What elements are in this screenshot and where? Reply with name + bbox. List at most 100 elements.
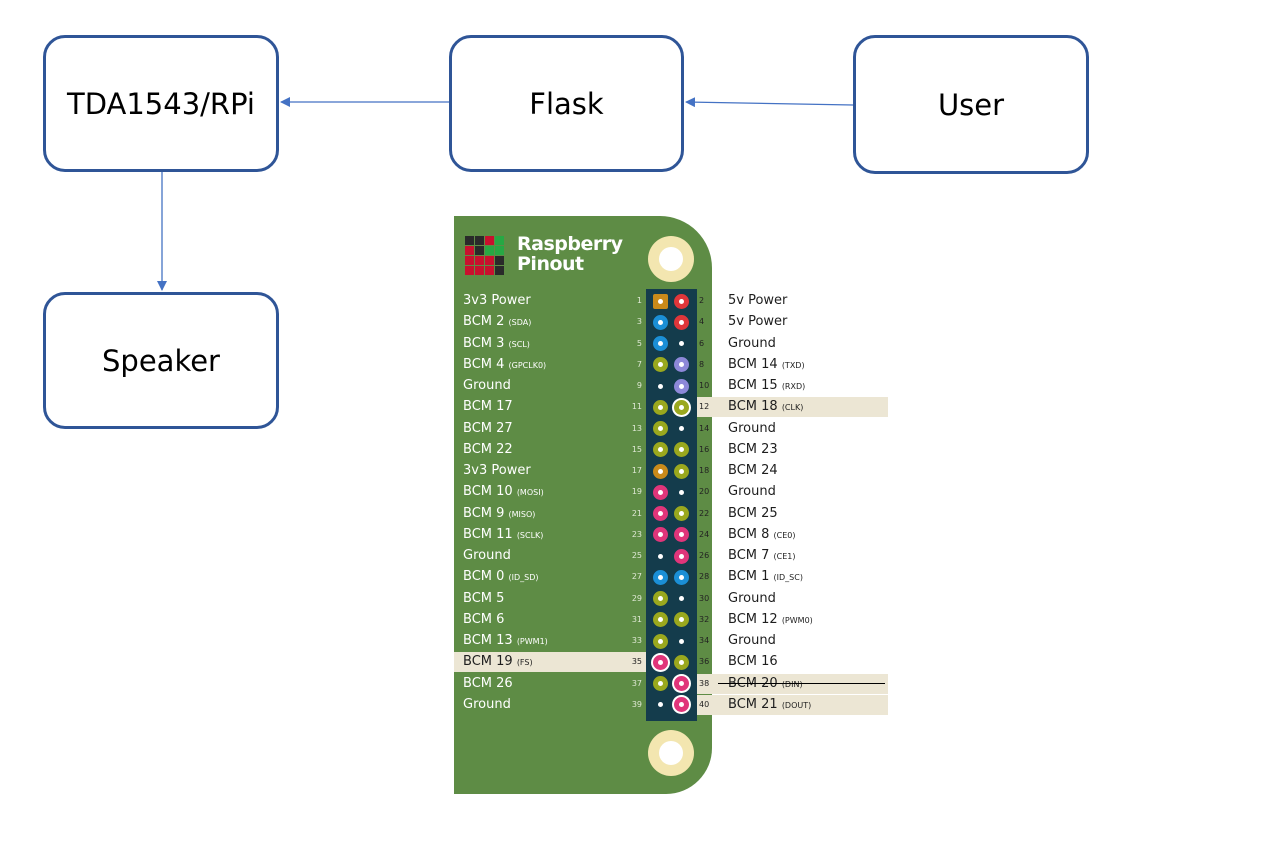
pin-name: Ground [728,590,776,606]
logo-cell [465,256,474,265]
pin-name: BCM 22 [463,441,513,457]
pin-function: (TXD) [781,360,805,370]
pin-label: BCM 10 (MOSI) [463,484,544,501]
tda1543-rpi-box: TDA1543/RPi [43,35,279,172]
pin-label: BCM 19 (FS) [463,654,533,671]
pin-number: 37 [631,678,642,688]
pin-label: BCM 9 (MISO) [463,506,535,523]
pin-name: BCM 26 [463,675,513,691]
pin-name: BCM 7 [728,548,770,563]
pin-number: 6 [699,338,705,348]
pin-name: BCM 18 [728,399,778,415]
pin-number: 13 [631,423,642,433]
logo-cell [465,236,474,245]
pin-number: 10 [699,381,710,390]
pin-number: 9 [636,381,642,390]
pin-name: BCM 23 [728,441,778,457]
pin-function: (GPCLK0) [508,360,547,370]
pin-function: (CE1) [773,552,796,561]
pin-name: Ground [728,335,776,351]
pin-function: (DIN) [781,679,803,689]
ground-pin-icon [674,336,689,351]
i2c-pin-icon [652,336,668,351]
speaker-box: Speaker [43,292,279,429]
gpio-pin-icon [652,612,668,628]
pin-name: BCM 10 [463,484,513,500]
pin-number: 11 [631,402,642,412]
pin-number: 8 [699,359,705,369]
logo-cell [495,236,504,245]
pin-name: Ground [463,548,511,563]
pin-name: 5v Power [728,314,788,330]
pin-name: BCM 19 [463,654,513,670]
pin-label: BCM 0 (ID_SD) [463,569,539,586]
pin-number: 21 [631,508,642,518]
spi-pin-icon [673,527,689,543]
pin-label: BCM 7 (CE1) [728,548,796,565]
spi-pin-icon [652,527,668,543]
ground-pin-icon [674,591,689,606]
pin-label: BCM 22 [463,442,513,458]
ground-pin-icon [653,697,668,712]
pin-label: BCM 15 (RXD) [728,378,805,395]
pin-label: BCM 2 (SDA) [463,314,531,331]
logo-cell [475,236,484,245]
logo-cell [475,256,484,265]
pin-name: BCM 14 [728,356,778,372]
gpio-pin-icon [652,442,668,458]
mounting-hole-icon [648,730,694,776]
spi-pin-icon [652,506,668,521]
pin-name: Ground [463,696,511,712]
gpio-pin-icon [673,654,689,670]
gpio-pin-icon [673,442,689,458]
raspberry-pinout-logo-icon [465,236,505,276]
pin-name: BCM 9 [463,505,505,521]
pin-number: 3 [636,317,642,327]
flask-box: Flask [449,35,684,172]
pin-number: 32 [699,614,710,624]
pin-label: BCM 5 [463,591,504,607]
id-pin-icon [673,569,689,585]
id-pin-icon [652,569,668,585]
pin-number: 33 [631,636,642,645]
pin-number: 31 [631,614,642,624]
pin-number: 20 [699,487,710,497]
pin-function: (RXD) [781,382,806,391]
pin-label: BCM 23 [728,442,778,458]
pin-number: 18 [699,466,710,475]
pin-number: 14 [699,423,710,433]
pin-function: (CE0) [773,530,796,540]
power3v3-pin-icon [652,293,668,309]
pinout-title-line1: Raspberry [517,233,623,255]
logo-cell [465,246,474,255]
uart-pin-icon [673,357,689,373]
pin-label: 5v Power [728,293,787,309]
pin-function: (MOSI) [516,488,544,498]
pin-number: 15 [631,444,642,454]
pin-name: 5v Power [728,293,788,308]
logo-cell [485,256,494,265]
pin-label: Ground [463,697,511,713]
ground-pin-icon [674,485,689,500]
pin-name: BCM 25 [728,505,778,521]
pin-name: Ground [728,420,776,436]
pin-name: BCM 11 [463,526,513,542]
pin-name: BCM 24 [728,463,778,478]
pin-label: BCM 1 (ID_SC) [728,569,803,586]
pin-number: 5 [636,338,642,348]
pin-label: 3v3 Power [463,293,531,309]
gpio-pin-icon [652,591,668,606]
pin-label: 3v3 Power [463,463,531,479]
pin-label: Ground [463,548,511,564]
pin-name: BCM 0 [463,569,505,585]
pin-label: Ground [728,633,776,649]
pin-label: BCM 12 (PWM0) [728,612,813,629]
pin-function: (SCL) [508,339,530,349]
pin-number: 16 [699,444,710,454]
pin-label: BCM 25 [728,506,778,522]
pin-label: 5v Power [728,314,787,330]
pin-label: BCM 21 (DOUT) [728,697,811,714]
pin-label: BCM 8 (CE0) [728,527,796,544]
pin-name: BCM 2 [463,314,505,330]
